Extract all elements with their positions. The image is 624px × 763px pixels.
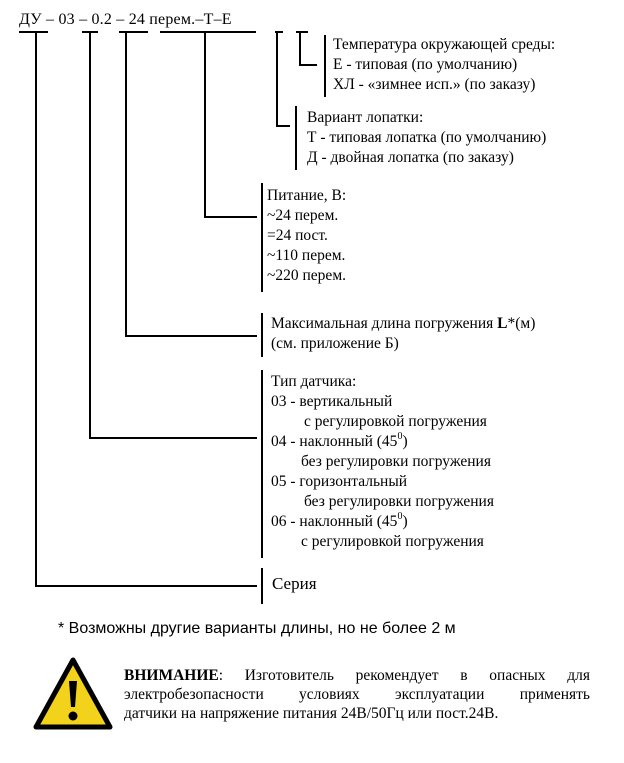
climate-option-typical: Е - типовая (по умолчанию) bbox=[333, 55, 555, 75]
code-type: 03 bbox=[58, 11, 75, 28]
length-symbol: L bbox=[497, 315, 508, 332]
length-text: Максимальная длина погружения bbox=[271, 315, 498, 332]
blade-option-double: Д - двойная лопатка (по заказу) bbox=[307, 148, 546, 168]
option-code: 03 bbox=[271, 393, 287, 410]
footnote: * Возможны другие варианты длины, но не … bbox=[58, 620, 456, 637]
warning-title: ВНИМАНИЕ bbox=[124, 667, 219, 684]
sensor-type-block: Тип датчика: 03 - вертикальный с регулир… bbox=[271, 372, 494, 552]
length-unit: *(м) bbox=[507, 315, 536, 332]
code-sep: – bbox=[116, 11, 125, 28]
blade-block: Вариант лопатки: Т - типовая лопатка (по… bbox=[307, 108, 546, 168]
option-text: - типовая лопатка (по умолчанию) bbox=[316, 129, 547, 146]
option-text: - горизонтальный bbox=[286, 473, 408, 490]
option-text: - типовая (по умолчанию) bbox=[342, 56, 518, 73]
sensor-title: Тип датчика: bbox=[271, 373, 357, 390]
climate-block: Температура окружающей среды: Е - типова… bbox=[333, 35, 555, 95]
code-sep: – bbox=[213, 11, 222, 28]
option-code: ХЛ bbox=[333, 76, 355, 93]
code-du: ДУ bbox=[19, 11, 42, 28]
option-code: 06 bbox=[271, 513, 287, 530]
warning-text: ВНИМАНИЕ: Изготовитель рекомендует в опа… bbox=[124, 666, 590, 723]
length-block: Максимальная длина погружения L*(м) (см.… bbox=[271, 314, 535, 354]
sensor-option-04: 04 - наклонный (450) bbox=[271, 430, 494, 452]
sensor-option-06-sub: с регулировкой погружения bbox=[301, 533, 484, 550]
power-title: Питание, В: bbox=[267, 187, 347, 204]
sensor-option-03: 03 - вертикальный bbox=[271, 392, 494, 412]
power-option: ~220 перем. bbox=[267, 267, 346, 284]
option-text: - наклонный (45 bbox=[286, 433, 398, 450]
code-power: 24 перем.– bbox=[128, 11, 204, 28]
power-option: =24 пост. bbox=[267, 227, 328, 244]
climate-option-winter: ХЛ - «зимнее исп.» (по заказу) bbox=[333, 75, 555, 95]
warning-line: датчики на напряжение питания 24В/50Гц и… bbox=[124, 705, 499, 722]
code-climate: Е bbox=[221, 11, 232, 28]
option-text: ) bbox=[402, 433, 408, 450]
code-blade: Т bbox=[203, 11, 214, 28]
length-reference: (см. приложение Б) bbox=[271, 335, 399, 352]
option-text: - вертикальный bbox=[286, 393, 393, 410]
option-code: Т bbox=[307, 129, 317, 146]
sensor-option-05-sub: без регулировки погружения bbox=[304, 493, 494, 510]
power-option: ~24 перем. bbox=[267, 207, 339, 224]
option-code: 05 bbox=[271, 473, 287, 490]
code-length: 0.2 bbox=[91, 11, 113, 28]
option-text: ) bbox=[402, 513, 408, 530]
length-line: Максимальная длина погружения L*(м) bbox=[271, 314, 535, 334]
warning-line: ВНИМАНИЕ: Изготовитель рекомендует в опа… bbox=[124, 666, 590, 685]
warning-icon bbox=[33, 657, 113, 730]
sensor-option-06: 06 - наклонный (450) bbox=[271, 510, 494, 532]
option-text: - наклонный (45 bbox=[286, 513, 398, 530]
sensor-option-03-sub: с регулировкой погружения bbox=[304, 413, 487, 430]
code-sep: – bbox=[46, 11, 55, 28]
climate-title: Температура окружающей среды: bbox=[333, 36, 556, 53]
option-code: Е bbox=[333, 56, 343, 73]
blade-option-typical: Т - типовая лопатка (по умолчанию) bbox=[307, 128, 546, 148]
option-code: Д bbox=[307, 149, 318, 166]
blade-title: Вариант лопатки: bbox=[307, 109, 424, 126]
degree-sup: 0 bbox=[397, 430, 403, 442]
code-sep: – bbox=[79, 11, 88, 28]
power-option: ~110 перем. bbox=[267, 247, 346, 264]
warning-text-part: : Изготовитель рекомендует в опасных для bbox=[218, 667, 590, 684]
series-label: Серия bbox=[272, 574, 317, 593]
sensor-option-05: 05 - горизонтальный bbox=[271, 472, 494, 492]
option-code: 04 bbox=[271, 433, 287, 450]
option-text: - двойная лопатка (по заказу) bbox=[317, 149, 514, 166]
warning-line: электробезопасности условиях эксплуатаци… bbox=[124, 686, 590, 703]
designation-code: ДУ – 03 – 0.2 – 24 перем.–Т–Е bbox=[19, 10, 232, 30]
degree-sup: 0 bbox=[397, 510, 403, 522]
sensor-option-04-sub: без регулировки погружения bbox=[301, 453, 491, 470]
power-block: Питание, В: ~24 перем. =24 пост. ~110 пе… bbox=[267, 186, 346, 286]
option-text: - «зимнее исп.» (по заказу) bbox=[354, 76, 536, 93]
